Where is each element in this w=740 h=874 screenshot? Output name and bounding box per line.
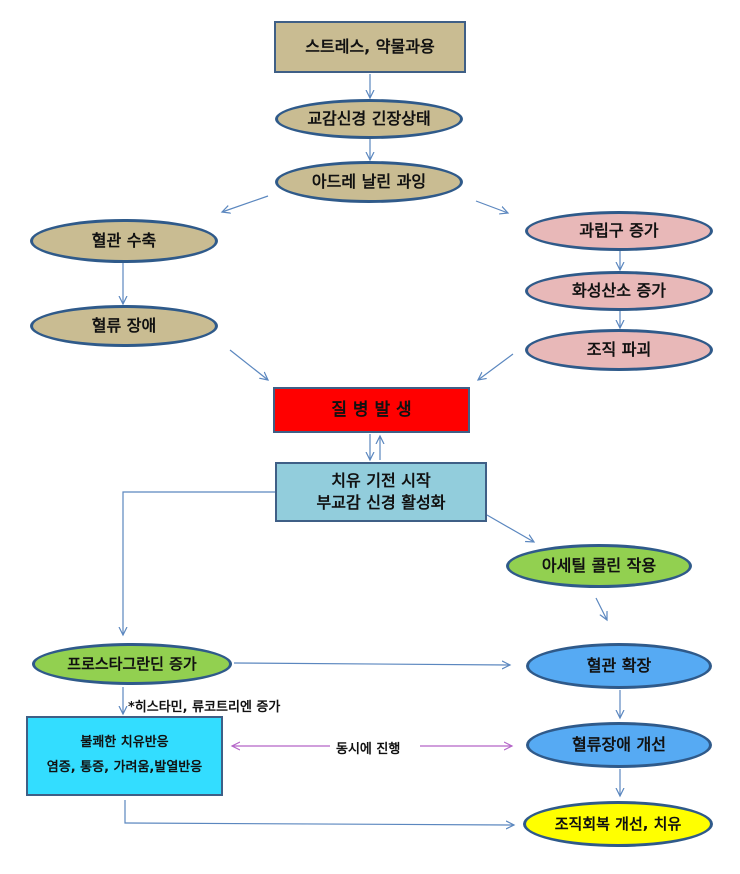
arrow-adrenaline-to-vasoconstriction	[222, 195, 269, 212]
tissue-destruction-label: 조직 파괴	[586, 340, 652, 360]
granulocyte-node: 과립구 증가	[525, 211, 713, 251]
arrow-adrenaline-to-granulocyte	[475, 200, 508, 213]
granulocyte-label: 과립구 증가	[579, 221, 659, 241]
sympathetic-node: 교감신경 긴장상태	[275, 99, 463, 139]
stress-label: 스트레스, 약물과용	[305, 37, 435, 57]
adrenaline-node: 아드레 날린 과잉	[275, 161, 463, 203]
blood-flow-disorder-node: 혈류 장애	[30, 305, 218, 347]
discomfort-node: 불쾌한 치유반응 염증, 통증, 가려움,발열반응	[26, 716, 223, 796]
discomfort-label-line1: 불쾌한 치유반응	[80, 735, 169, 751]
vasodilation-node: 혈관 확장	[526, 643, 712, 689]
healing-label-line1: 치유 기전 시작	[331, 471, 431, 491]
simultaneous-note: 동시에 진행	[336, 742, 401, 757]
active-oxygen-label: 화성산소 증가	[572, 281, 666, 301]
arrow-tissue-to-disease	[478, 353, 514, 380]
arrow-acetylcholine-to-vasodilation	[595, 597, 607, 620]
healing-start-node: 치유 기전 시작 부교감 신경 활성화	[275, 462, 487, 522]
tissue-recovery-label: 조직회복 개선, 치유	[554, 814, 682, 833]
prostaglandin-node: 프로스타그란딘 증가	[32, 643, 232, 685]
tissue-recovery-node: 조직회복 개선, 치유	[523, 801, 713, 847]
arrow-healing-to-acetylcholine	[486, 514, 534, 542]
arrow-discomfort-to-recovery	[124, 800, 514, 825]
histamine-note: *히스타민, 류코트리엔 증가	[128, 700, 281, 715]
tissue-destruction-node: 조직 파괴	[525, 329, 713, 371]
sympathetic-label: 교감신경 긴장상태	[307, 109, 431, 129]
vasodilation-label: 혈관 확장	[586, 656, 652, 676]
adrenaline-label: 아드레 날린 과잉	[311, 172, 427, 192]
disease-node: 질 병 발 생	[273, 387, 470, 433]
prostaglandin-label: 프로스타그란딘 증가	[67, 654, 197, 673]
arrow-bloodflow-to-disease	[229, 349, 268, 380]
disease-label: 질 병 발 생	[331, 399, 412, 420]
acetylcholine-label: 아세틸 콜린 작용	[541, 556, 657, 576]
active-oxygen-node: 화성산소 증가	[525, 271, 713, 311]
vasoconstriction-node: 혈관 수축	[30, 219, 218, 263]
arrow-healing-to-prostaglandin	[123, 491, 275, 635]
arrow-prostaglandin-to-vasodilation	[233, 663, 510, 665]
blood-flow-improve-node: 혈류장애 개선	[526, 722, 712, 768]
blood-flow-improve-label: 혈류장애 개선	[572, 735, 666, 755]
acetylcholine-node: 아세틸 콜린 작용	[506, 544, 692, 588]
stress-node: 스트레스, 약물과용	[274, 21, 466, 73]
blood-flow-disorder-label: 혈류 장애	[91, 316, 157, 336]
healing-label-line2: 부교감 신경 활성화	[316, 493, 446, 512]
discomfort-label-line2: 염증, 통증, 가려움,발열반응	[46, 760, 203, 775]
vasoconstriction-label: 혈관 수축	[91, 231, 157, 251]
